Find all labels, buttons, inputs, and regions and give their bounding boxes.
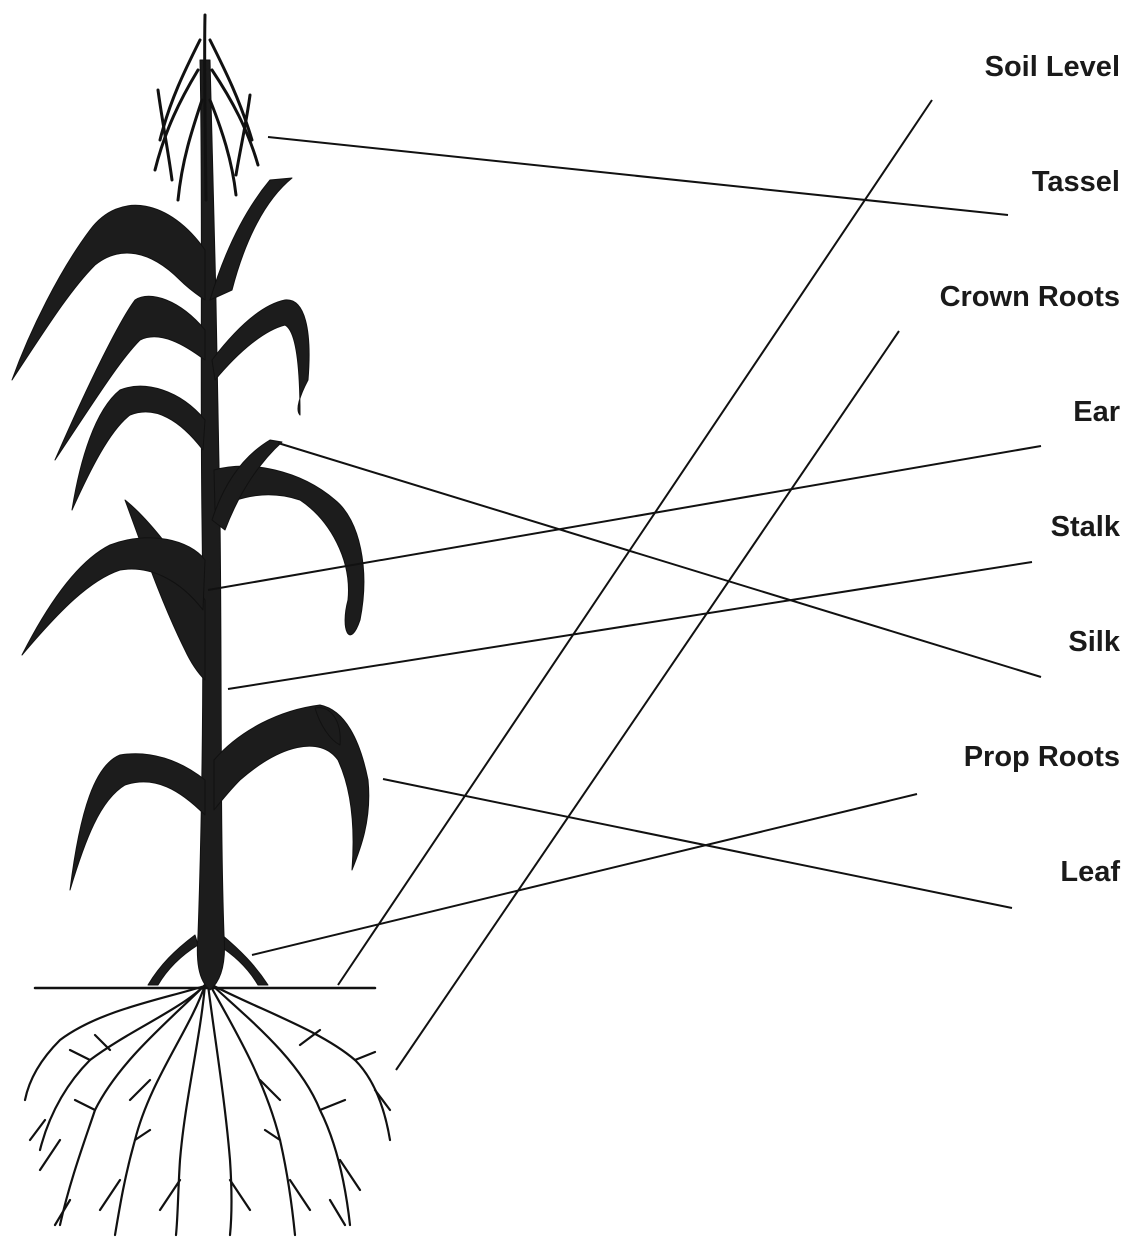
- leaf-upper-mid-left: [55, 296, 205, 460]
- label-prop-roots: Prop Roots: [964, 743, 1120, 772]
- label-ear: Ear: [1073, 398, 1120, 427]
- label-soil-level: Soil Level: [985, 53, 1120, 82]
- label-silk: Silk: [1068, 628, 1120, 657]
- roots: [25, 985, 390, 1235]
- leaf-right-droop: [212, 300, 309, 415]
- corn-plant-illustration: [12, 15, 390, 1235]
- pointer-line-leaf: [383, 779, 1012, 908]
- leaf-lower-left: [70, 754, 205, 890]
- leaf-upper-right: [210, 178, 292, 300]
- pointer-line-silk: [278, 443, 1041, 677]
- label-crown-roots: Crown Roots: [940, 283, 1120, 312]
- pointer-lines: [208, 100, 1041, 1070]
- label-leaf: Leaf: [1060, 858, 1120, 887]
- label-stalk: Stalk: [1051, 513, 1120, 542]
- leaf-lower-right: [214, 705, 369, 870]
- pointer-line-tassel: [268, 137, 1008, 215]
- label-tassel: Tassel: [1032, 168, 1120, 197]
- pointer-line-crown-roots: [396, 331, 899, 1070]
- pointer-line-soil-level: [338, 100, 932, 985]
